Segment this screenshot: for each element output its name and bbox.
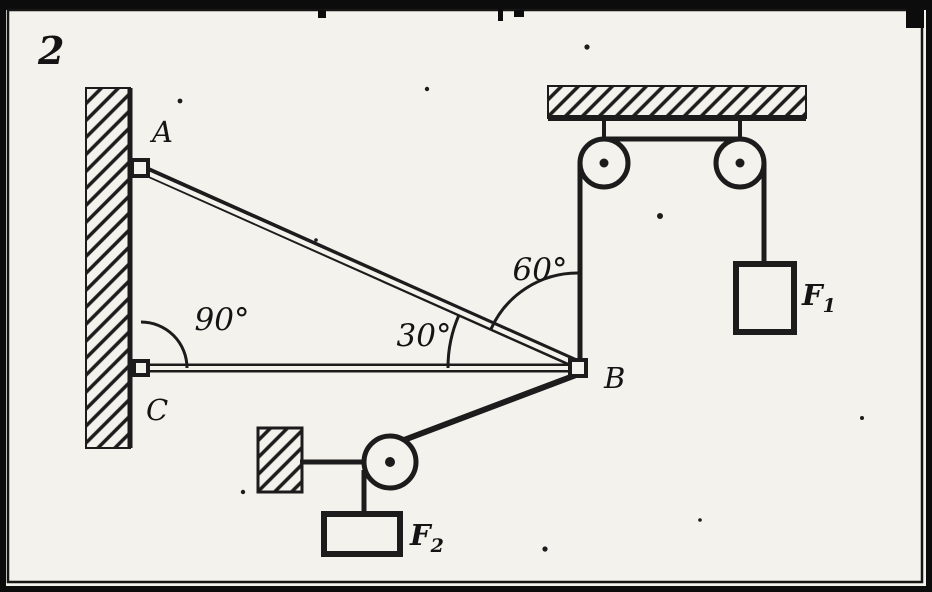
label-force-f2: F2	[409, 518, 444, 557]
label-force-f1: F1	[801, 278, 836, 317]
scan-noise	[177, 44, 864, 552]
angle-arc-30	[446, 314, 461, 369]
label-angle-90: 90°	[195, 302, 250, 338]
label-angle-60: 60°	[513, 252, 568, 288]
anchor-a	[130, 158, 150, 178]
pulley-top-right-axle-dot	[735, 158, 745, 168]
weight-f2	[321, 511, 403, 557]
label-point-a: A	[149, 115, 173, 149]
pulley-bottom-axle-dot	[385, 457, 395, 467]
angle-arc-90	[140, 320, 189, 369]
label-point-b: B	[603, 361, 625, 395]
rope-b-to-lower-pulley	[394, 372, 578, 446]
weight-f1	[733, 261, 797, 335]
anchor-c	[132, 359, 150, 377]
figure-number: 2	[37, 28, 64, 73]
wall-hatch	[85, 87, 131, 449]
label-point-c: C	[146, 393, 168, 427]
ceiling-hatch	[547, 85, 807, 119]
rod-ab	[138, 164, 580, 369]
wall-block-bottom	[256, 426, 304, 494]
label-angle-30: 30°	[397, 318, 452, 354]
pulley-top-left-axle-dot	[599, 158, 609, 168]
joint-b	[568, 358, 588, 378]
angle-arc-60	[489, 271, 579, 330]
